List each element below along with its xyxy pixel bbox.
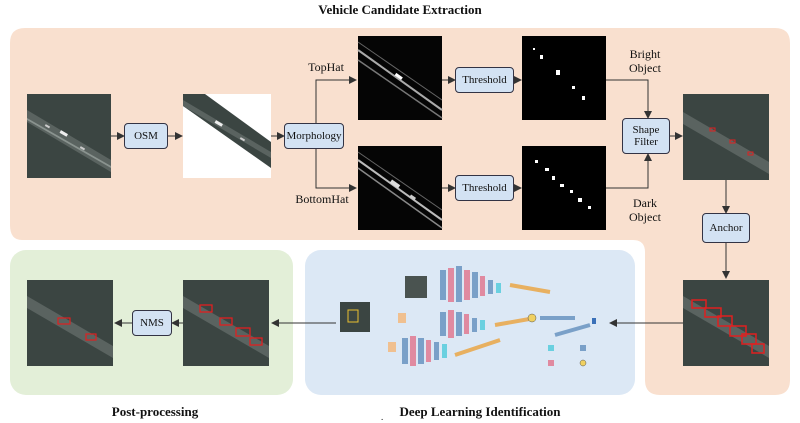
arrow-morphology-bottomhat xyxy=(315,136,357,192)
shape-filter-label-2: Filter xyxy=(634,136,658,148)
title-extraction: Vehicle Candidate Extraction xyxy=(318,2,482,17)
tophat-label: TopHat xyxy=(308,60,344,74)
bright-label-2: Object xyxy=(629,61,661,75)
dark-label-1: Dark xyxy=(633,196,657,210)
bottomhat-image xyxy=(357,146,443,230)
shape-filter-box: Shape Filter xyxy=(622,118,670,154)
anchor-result-image xyxy=(683,280,769,366)
threshold-top-box: Threshold xyxy=(455,67,514,93)
title-post-processing: Post-processing xyxy=(111,404,199,419)
morphology-box: Morphology xyxy=(284,123,344,149)
arrow-dark-shape xyxy=(606,153,652,189)
input-aerial-image xyxy=(27,94,111,178)
shape-filter-label-1: Shape xyxy=(632,124,660,136)
osm-masked-image xyxy=(183,94,271,178)
bright-object-label: Bright Object xyxy=(612,47,678,75)
arrow-bright-shape xyxy=(606,79,652,119)
pre-nms-image xyxy=(183,280,269,366)
dark-label-2: Object xyxy=(629,210,661,224)
cnn-architecture-diagram xyxy=(340,266,596,367)
footnote-dot: . xyxy=(381,412,384,422)
dark-object-label: Dark Object xyxy=(612,196,678,224)
bright-label-1: Bright xyxy=(629,47,661,61)
nms-box: NMS xyxy=(132,310,172,336)
threshold-bottom-box: Threshold xyxy=(455,175,514,201)
title-deep-learning: Deep Learning Identification xyxy=(399,404,561,419)
osm-box: OSM xyxy=(124,123,168,149)
tophat-image xyxy=(357,36,443,120)
final-result-image xyxy=(27,280,113,366)
deep-learning-region xyxy=(305,250,635,395)
shape-filtered-image xyxy=(683,94,769,180)
dark-object-image xyxy=(522,146,606,230)
bright-object-image xyxy=(522,36,606,120)
bottomhat-label: BottomHat xyxy=(295,192,349,206)
anchor-box: Anchor xyxy=(702,213,750,243)
